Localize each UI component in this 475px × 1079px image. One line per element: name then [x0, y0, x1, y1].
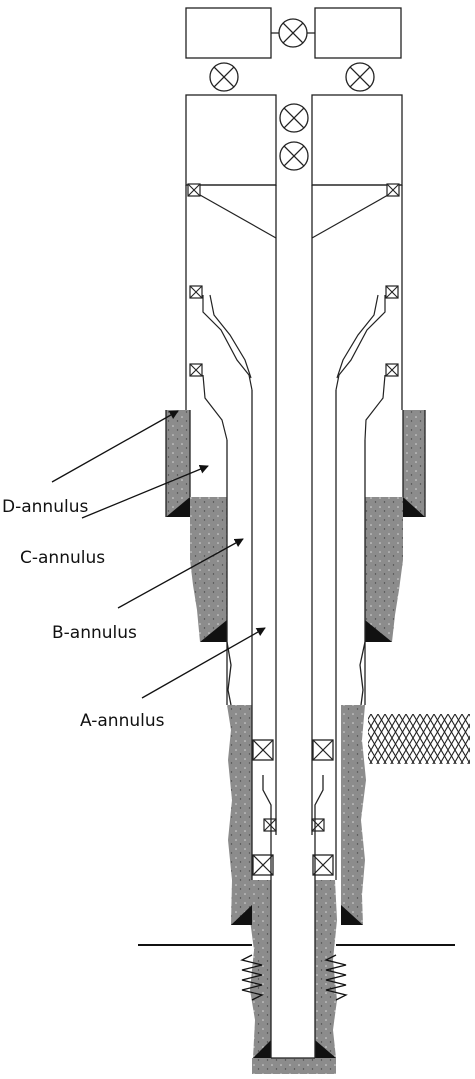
casing-hangers [199, 194, 389, 441]
casing-shoes [166, 497, 425, 1058]
c-annulus-label: C-annulus [20, 548, 105, 568]
c-annulus-arrow [81, 464, 209, 519]
box-x-seal-icon [189, 285, 203, 299]
box-x-packer-icon [312, 854, 334, 876]
circle-x-valve-icon [345, 62, 375, 92]
box-x-seal-icon [263, 818, 277, 832]
crosshatch-formation-icon [368, 714, 470, 764]
box-x-packer-icon [312, 739, 334, 761]
box-x-seal-icon [385, 285, 399, 299]
cement-bottom-plug [252, 1058, 336, 1074]
cement-liner-right [315, 880, 337, 1058]
d-annulus-label: D-annulus [2, 497, 88, 517]
annulus-labels: D-annulus C-annulus B-annulus A-annulus [2, 497, 165, 731]
wellhead [185, 7, 403, 410]
box-x-seal-icon [187, 183, 201, 197]
cement-production-right [341, 705, 366, 925]
upper-block-left [185, 7, 272, 59]
cement-surface-right [403, 410, 425, 517]
box-x-seal-icon [189, 363, 203, 377]
a-annulus-label: A-annulus [80, 711, 165, 731]
d-annulus-arrow [51, 410, 179, 483]
b-annulus-arrow [117, 538, 244, 609]
zigzag-perforation-icon [240, 954, 348, 1001]
box-x-seal-icon [386, 183, 400, 197]
lower-block-left [185, 94, 277, 186]
cement-surface-left [166, 410, 190, 517]
a-annulus-arrow [141, 627, 266, 699]
b-annulus-label: B-annulus [52, 623, 137, 643]
circle-x-valve-icon [278, 18, 308, 48]
box-x-packer-icon [252, 854, 274, 876]
circle-x-valve-icon [209, 62, 239, 92]
cement-liner-left [250, 880, 271, 1058]
casing-strings [165, 185, 426, 1059]
box-x-packer-icon [252, 739, 274, 761]
circle-x-valve-icon [279, 103, 309, 133]
cement-intermediate-left [190, 497, 227, 642]
label-arrows [51, 410, 266, 699]
box-x-seal-icon [311, 818, 325, 832]
box-x-seal-icon [385, 363, 399, 377]
cement-sheaths [166, 410, 425, 1074]
lower-block-right [311, 94, 403, 186]
circle-x-valve-icon [279, 141, 309, 171]
cement-production-left [227, 705, 252, 925]
cement-intermediate-right [365, 497, 403, 642]
upper-block-right [314, 7, 402, 59]
